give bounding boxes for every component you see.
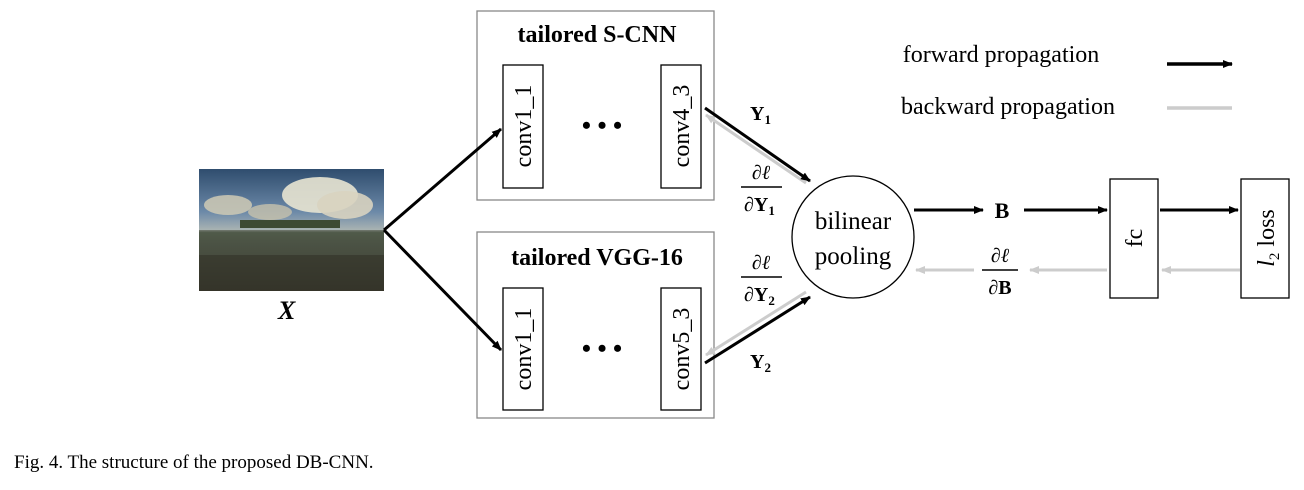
grad-y2-numerator: ∂ℓ xyxy=(752,252,771,274)
branch-top-box xyxy=(476,10,715,201)
top-conv4-box xyxy=(660,64,702,189)
fc-box xyxy=(1109,178,1159,299)
bottom-conv5-box xyxy=(660,287,702,411)
loss-label: l2 loss xyxy=(1254,209,1283,267)
loss-box xyxy=(1240,178,1290,299)
forward-arrow-top-to-pool xyxy=(704,106,811,183)
pooling-line2: pooling xyxy=(815,243,892,270)
bottom-last-layer-label: conv5_3 xyxy=(669,308,695,391)
y1-label: Y1 xyxy=(750,103,771,127)
top-ellipsis: • • • xyxy=(582,111,622,140)
legend-forward-label: forward propagation xyxy=(903,42,1100,68)
backward-arrow-to-top xyxy=(705,113,807,185)
bottom-ellipsis: • • • xyxy=(582,334,622,363)
bottom-first-layer-label: conv1_1 xyxy=(511,308,537,391)
top-last-layer-label: conv4_3 xyxy=(669,85,695,168)
pooling-node xyxy=(791,175,915,299)
y2-label: Y2 xyxy=(750,351,771,375)
fc-label: fc xyxy=(1122,229,1148,248)
b-label: B xyxy=(995,198,1010,223)
input-label: X xyxy=(278,296,296,325)
pooling-line1: bilinear xyxy=(815,208,892,235)
branch-bottom-title: tailored VGG-16 xyxy=(511,245,683,271)
legend-backward-label: backward propagation xyxy=(901,94,1115,120)
grad-b-numerator: ∂ℓ xyxy=(991,245,1010,267)
grad-y1-denominator: ∂Y1 xyxy=(744,194,775,218)
grad-y2-denominator: ∂Y2 xyxy=(744,284,775,308)
grad-b-denominator: ∂B xyxy=(988,277,1011,299)
branch-top-title: tailored S-CNN xyxy=(518,22,678,48)
backward-arrow-to-bottom xyxy=(705,290,807,357)
figure-caption: Fig. 4. The structure of the proposed DB… xyxy=(14,452,374,473)
top-conv1-box xyxy=(502,64,544,189)
arrow-image-to-bottom xyxy=(382,228,503,352)
bottom-conv1-box xyxy=(502,287,544,411)
grad-y1-numerator: ∂ℓ xyxy=(752,162,771,184)
top-first-layer-label: conv1_1 xyxy=(511,85,537,168)
arrow-image-to-top xyxy=(383,127,502,232)
input-image xyxy=(199,169,384,291)
forward-arrow-bottom-to-pool xyxy=(704,295,811,365)
